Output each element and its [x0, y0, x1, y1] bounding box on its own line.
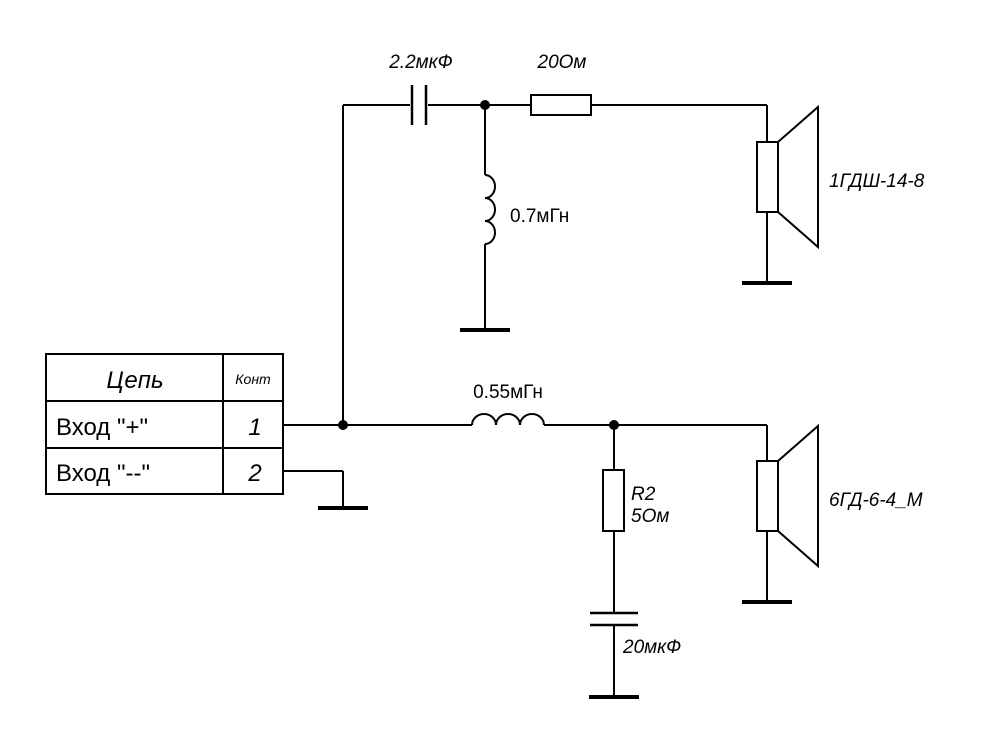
table-row-circuit: Вход "+" [56, 414, 148, 441]
resistor-r2 [602, 469, 625, 532]
r1-label: 20Ом [537, 52, 587, 73]
c1-label: 2.2мкФ [388, 52, 453, 73]
table-header-circuit: Цепь [106, 367, 163, 394]
speaker-hf-label: 1ГДШ-14-8 [829, 171, 925, 192]
table-header-contact: Конт [235, 371, 271, 387]
l1-label: 0.7мГн [510, 206, 569, 227]
tweeter-branch [343, 85, 819, 332]
speaker-lf-label: 6ГД-6-4_М [829, 490, 923, 511]
table-row-circuit: Вход "--" [56, 460, 150, 487]
c2-label: 20мкФ [622, 637, 681, 658]
speaker-lf [756, 460, 779, 532]
r2-label: 5Ом [631, 506, 669, 527]
table-row-contact: 1 [248, 414, 261, 441]
l2-label: 0.55мГн [473, 382, 543, 403]
connector-table: Цепь Конт Вход "+" 1 Вход "--" 2 [45, 353, 284, 495]
inductor-l1 [484, 174, 496, 245]
r2-ref: R2 [631, 484, 656, 505]
speaker-hf [756, 141, 779, 213]
table-row-contact: 2 [247, 460, 261, 487]
inductor-l2 [471, 413, 545, 426]
woofer-branch [471, 413, 819, 699]
input-wiring [283, 105, 472, 510]
resistor-r1 [530, 94, 592, 116]
